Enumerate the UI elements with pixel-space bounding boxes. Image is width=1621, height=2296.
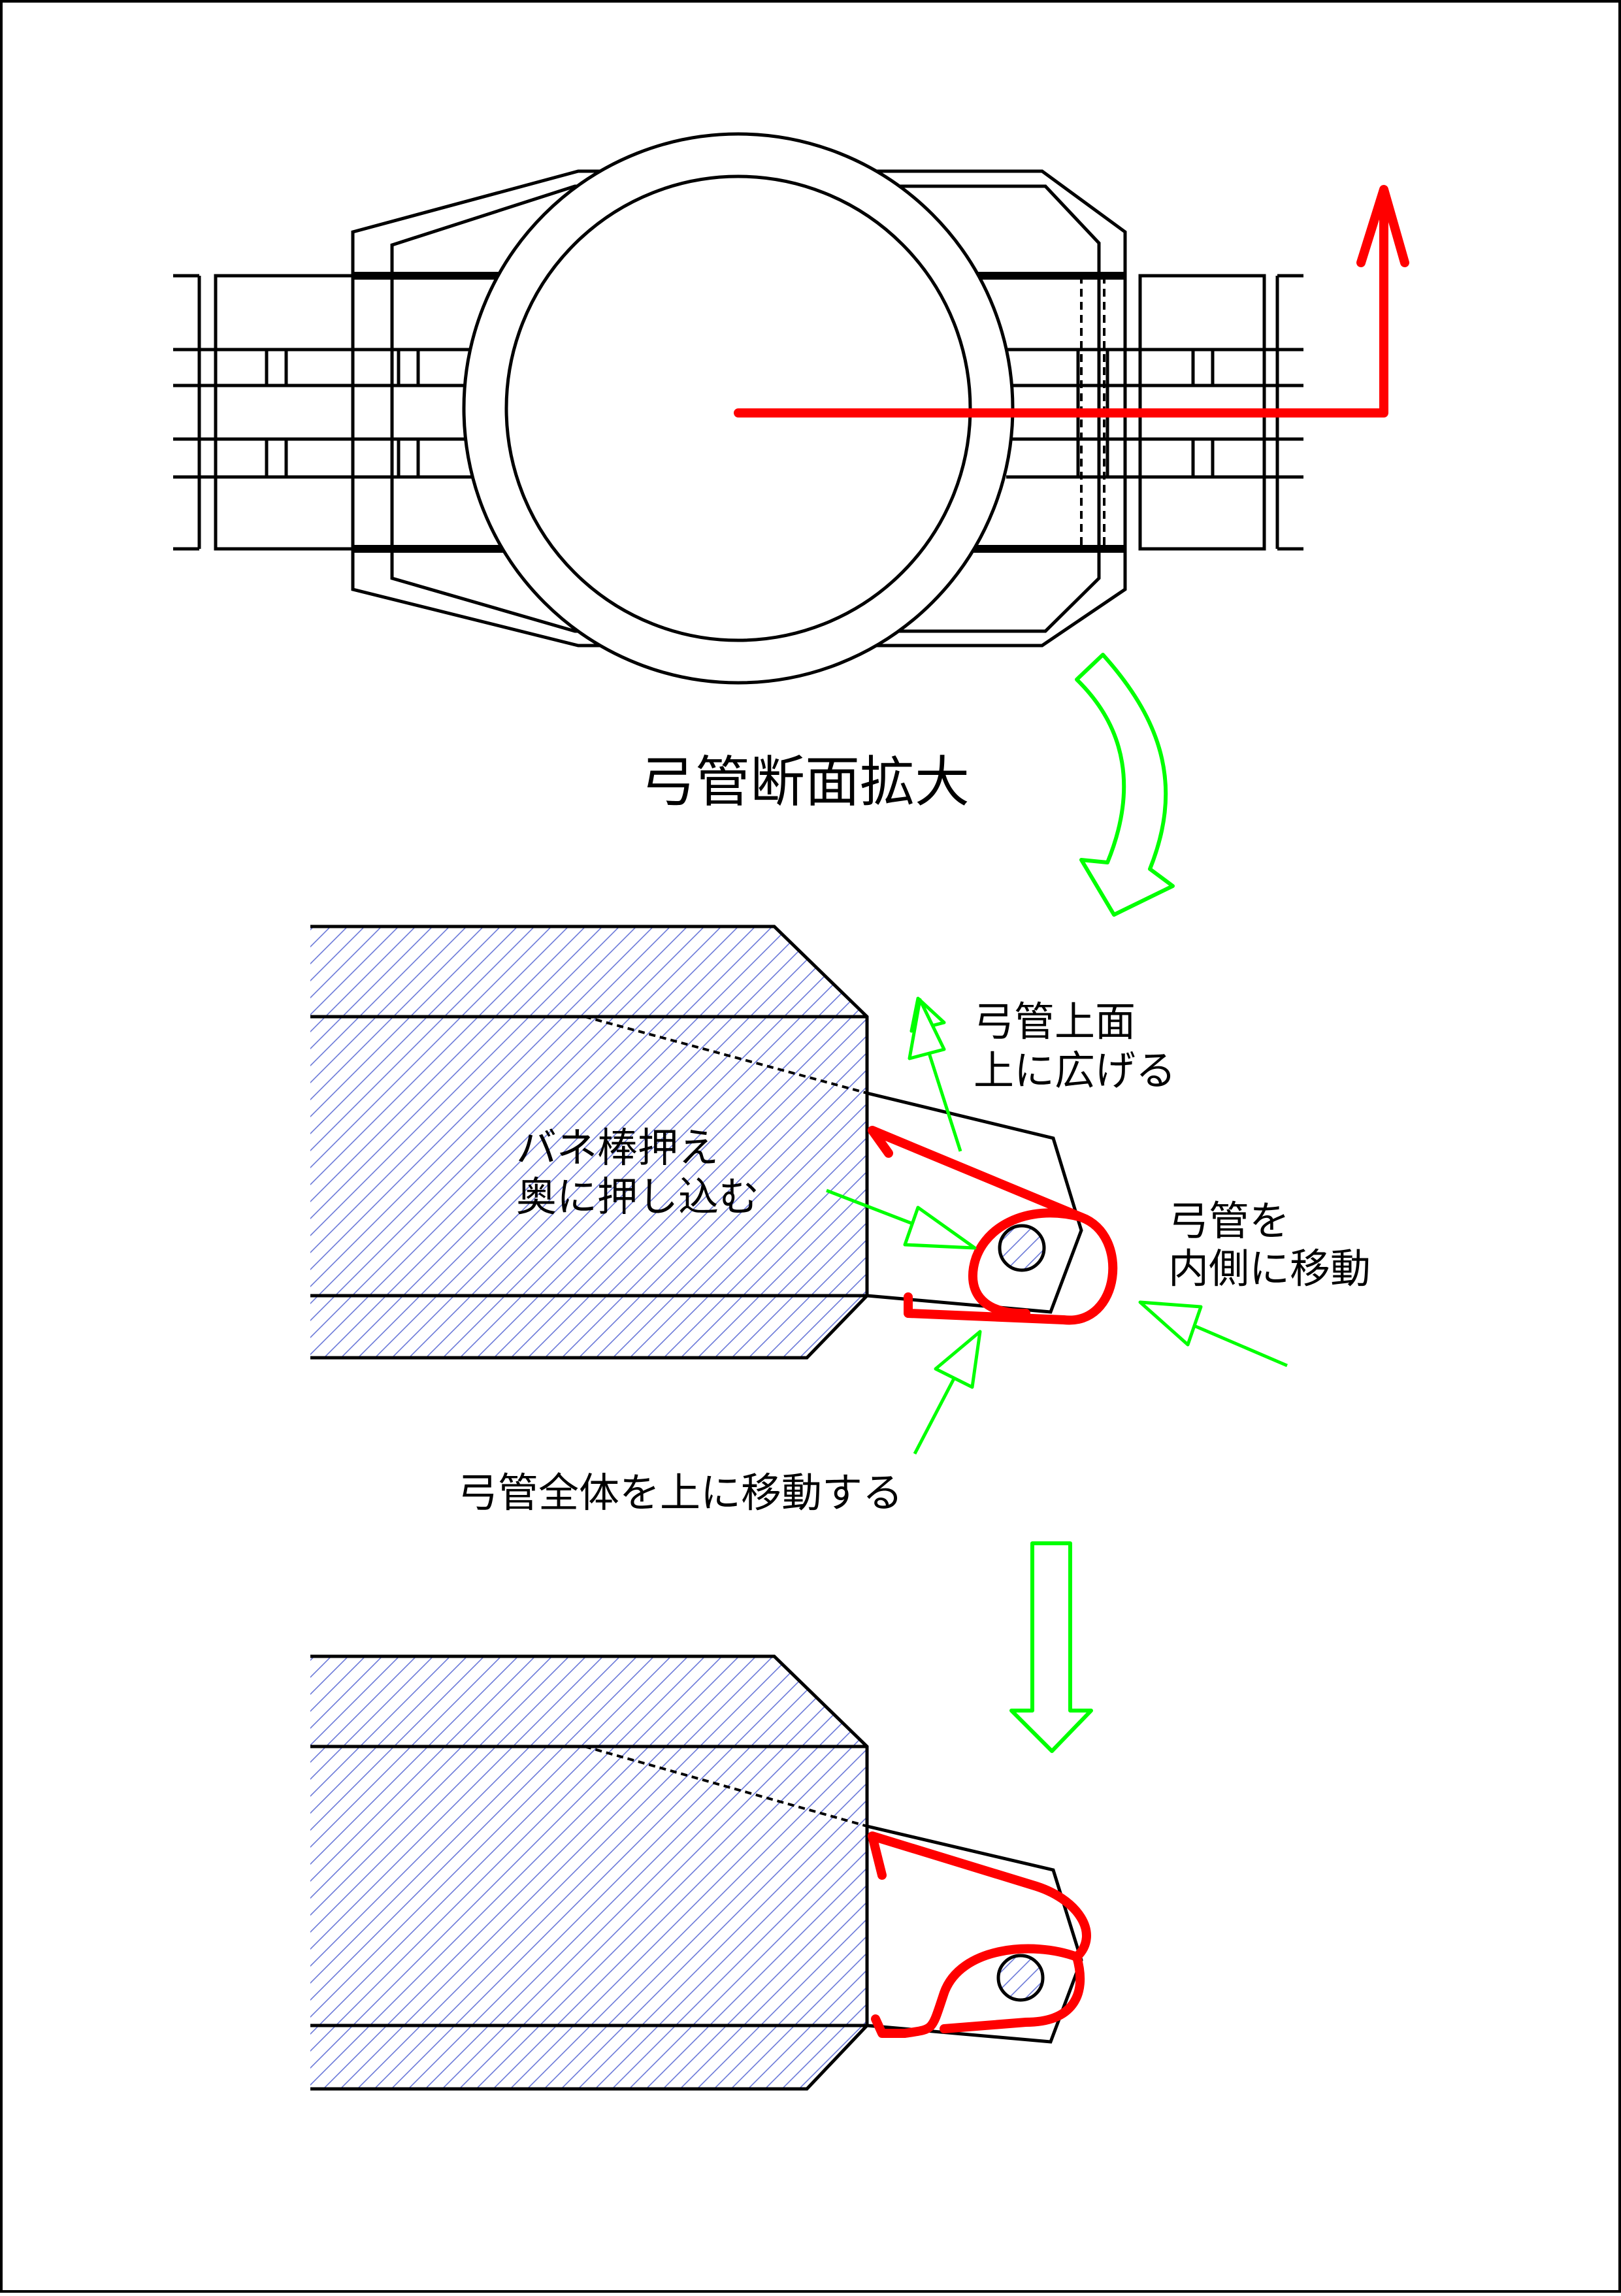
- arrow-inward-icon: [826, 1189, 977, 1250]
- enlarge-caption: 弓管断面拡大: [640, 750, 970, 814]
- tube-path-before: [868, 1126, 1118, 1325]
- down-arrow-icon: [1009, 1541, 1093, 1753]
- tube-loop-before: [968, 1208, 1086, 1319]
- arrow-up-icon: [908, 996, 962, 1152]
- tube-loop-after: [940, 1952, 1085, 2033]
- spring-bar-section: [998, 1224, 1046, 1272]
- case-section-outline-2: [310, 1654, 869, 2091]
- case-section-outline: [310, 925, 869, 1360]
- arrow-left-up-icon: [1138, 1300, 1288, 1368]
- green-arrows: [826, 996, 1288, 1455]
- label-top-surface-2: 上に広げる: [974, 1047, 1176, 1094]
- case-section-hatched: [310, 927, 867, 1358]
- bracelet-left: [173, 274, 474, 551]
- label-move-inward-1: 弓管を: [1168, 1197, 1290, 1245]
- label-spring-bar-2: 奥に押し込む: [516, 1173, 759, 1221]
- label-spring-bar-1: バネ棒押え: [516, 1124, 719, 1172]
- label-move-inward-2: 内側に移動: [1168, 1245, 1371, 1292]
- tube-path-after: [868, 1831, 1091, 2038]
- cross-section-2: [310, 1654, 1091, 2091]
- curved-arrow-icon: [1075, 653, 1175, 917]
- end-piece-outline-2: [866, 1824, 1083, 2044]
- spring-bar-section-2: [996, 1954, 1045, 2002]
- section-line-arrow: [734, 205, 1388, 418]
- arrow-whole-up-icon: [913, 1330, 982, 1455]
- section-line-arrowhead: [1356, 185, 1409, 267]
- case-section-hatched-2: [310, 1656, 867, 2089]
- label-top-surface-1: 弓管上面: [974, 998, 1136, 1045]
- label-move-whole-up: 弓管全体を上に移動する: [457, 1469, 903, 1517]
- cross-section-1: [310, 925, 1118, 1360]
